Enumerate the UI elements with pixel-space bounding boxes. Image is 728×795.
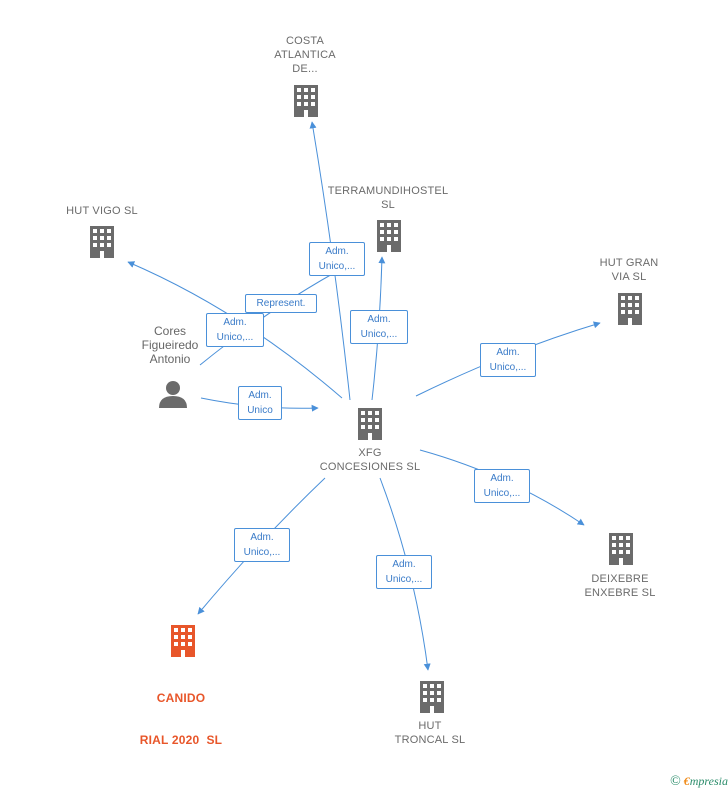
node-label-hutvigo[interactable]: HUT VIGO SL [52,204,152,218]
edge-label-xfg-costa[interactable]: Adm. Unico,... [309,242,365,276]
label-line: TERRAMUNDIHOSTEL [327,185,449,197]
label-line: XFG [358,447,382,459]
label-line: TRONCAL SL [394,734,466,746]
label-line: Represent. [256,298,306,309]
node-label-canido[interactable]: CANIDO RIAL 2020 SL [126,663,236,761]
label-line: ENXEBRE SL [584,587,656,599]
empresia-logo: © €mpresia [670,774,728,790]
label-line: COSTA [285,35,325,47]
label-line: CONCESIONES SL [319,461,421,473]
label-line: RIAL 2020 SL [139,733,223,747]
label-line: Adm. [367,314,391,325]
building-icon-costa[interactable] [294,85,318,117]
building-icon-hutroncal[interactable] [420,681,444,713]
building-icon-terra[interactable] [377,220,401,252]
edge-label-cores-xfg[interactable]: Adm. Unico [238,386,282,420]
node-label-deixebre[interactable]: DEIXEBRE ENXEBRE SL [570,572,670,600]
edge-label-xfg-terra[interactable]: Adm. Unico,... [350,310,408,344]
label-line: SL [381,199,395,211]
label-line: CANIDO [156,691,206,705]
node-label-hutgran[interactable]: HUT GRAN VIA SL [584,256,674,284]
label-line: Adm. [490,473,514,484]
label-line: Adm. [392,559,416,570]
label-line: Unico,... [385,574,423,585]
brand-name: mpresia [689,774,728,788]
label-line: VIA SL [611,271,647,283]
label-line: Figueiredo [141,338,199,352]
node-label-cores[interactable]: Cores Figueiredo Antonio [130,324,210,366]
label-line: Unico [247,405,273,416]
label-line: ATLANTICA [274,49,336,61]
label-line: Unico,... [489,362,527,373]
label-line: Unico,... [243,547,281,558]
brand-initial: € [683,774,690,788]
label-line: HUT VIGO SL [66,205,138,217]
label-line: Adm. [250,532,274,543]
edge-label-xfg-hutvigo[interactable]: Adm. Unico,... [206,313,264,347]
label-line: Adm. [248,390,272,401]
label-line: Unico,... [216,332,254,343]
edge-label-xfg-canido[interactable]: Adm. Unico,... [234,528,290,562]
label-line: Adm. [496,347,520,358]
edge-label-xfg-deixebre[interactable]: Adm. Unico,... [474,469,530,503]
building-icon-hutvigo[interactable] [90,226,114,258]
label-line: Cores [153,324,186,338]
label-line: Adm. [223,317,247,328]
node-label-terra[interactable]: TERRAMUNDIHOSTEL SL [318,184,458,212]
node-label-hutroncal[interactable]: HUT TRONCAL SL [380,719,480,747]
label-line: HUT [418,720,442,732]
building-icon-deixebre[interactable] [609,533,633,565]
edge-label-cores-terra[interactable]: Represent. [245,294,317,313]
label-line: Unico,... [360,329,398,340]
copyright-symbol: © [670,774,681,789]
node-label-costa[interactable]: COSTA ATLANTICA DE... [255,34,355,76]
person-icon-cores[interactable] [159,381,187,408]
edge-label-xfg-hutgran[interactable]: Adm. Unico,... [480,343,536,377]
label-line: Antonio [149,352,191,366]
building-icon-hutgran[interactable] [618,293,642,325]
edge-label-xfg-hutroncal[interactable]: Adm. Unico,... [376,555,432,589]
building-icon-xfg[interactable] [358,408,382,440]
label-line: Adm. [325,246,349,257]
label-line: Unico,... [318,261,356,272]
label-line: DE... [292,63,318,75]
node-label-xfg[interactable]: XFG CONCESIONES SL [310,446,430,474]
label-line: DEIXEBRE [591,573,649,585]
label-line: HUT GRAN [599,257,659,269]
building-icon-canido[interactable] [171,625,195,657]
label-line: Unico,... [483,488,521,499]
